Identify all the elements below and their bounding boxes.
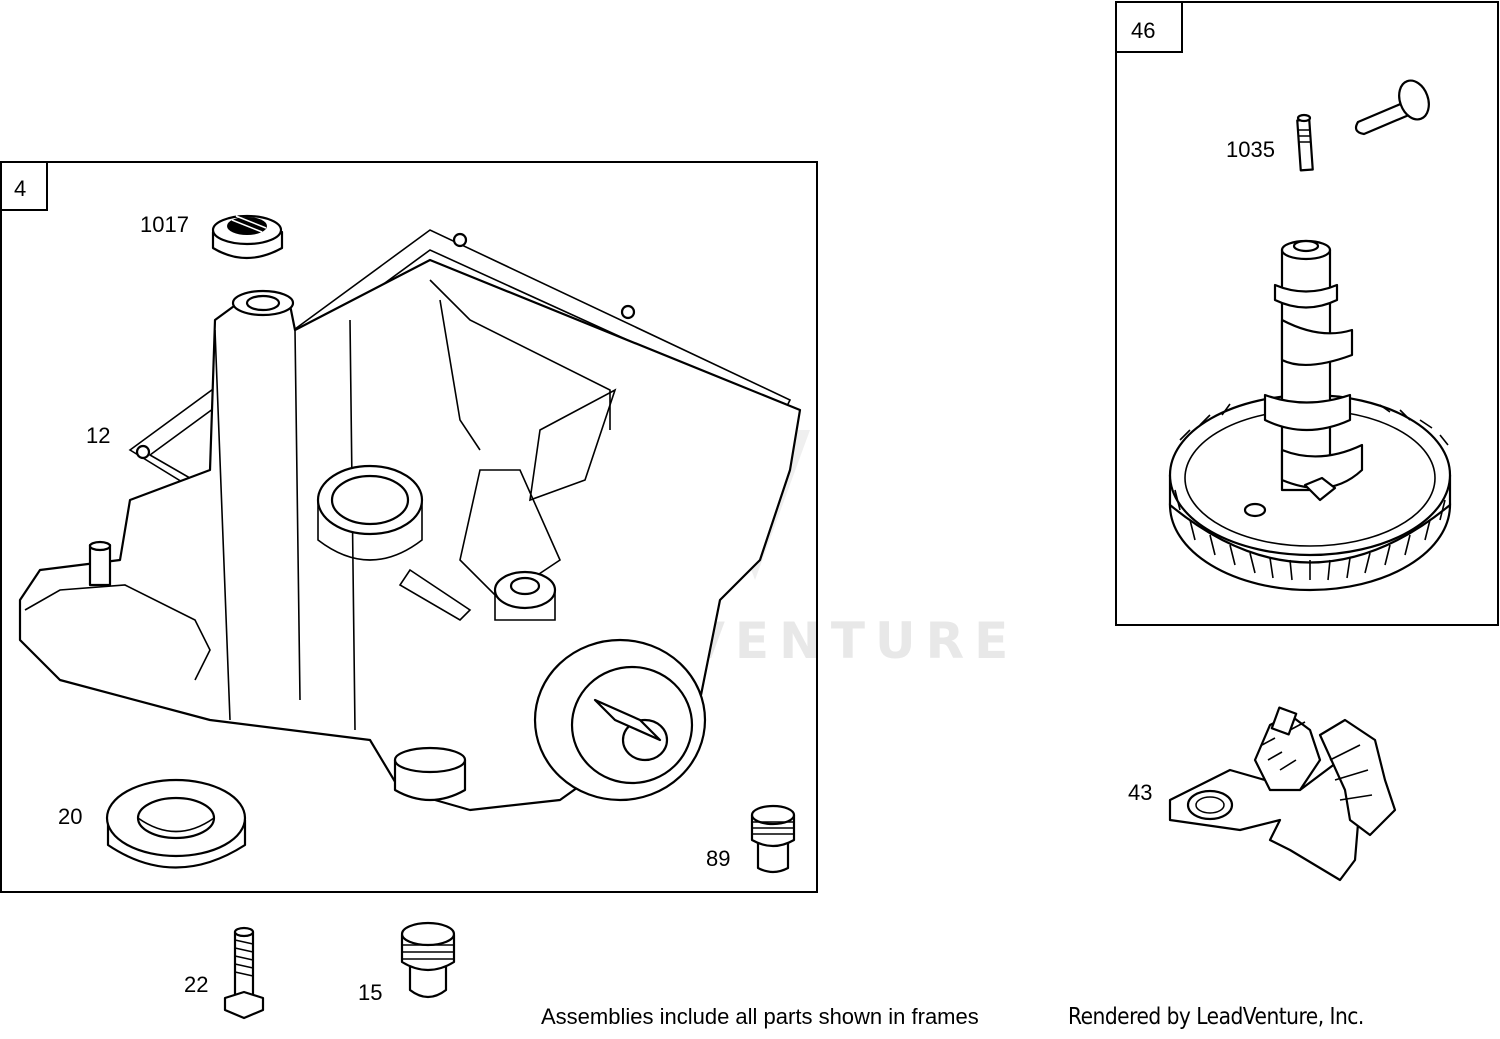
engine-sump-icon <box>18 258 802 812</box>
pin-icon <box>1296 113 1314 172</box>
frame-assembly-4: 4 <box>0 161 818 893</box>
breather-cap-icon <box>211 214 284 259</box>
governor-assembly-icon <box>1168 706 1397 882</box>
part-label-1017: 1017 <box>140 212 189 237</box>
part-label-43: 43 <box>1128 780 1152 805</box>
frame-tag-4: 4 <box>14 176 26 201</box>
assembly-note: Assemblies include all parts shown in fr… <box>541 1004 979 1029</box>
render-credit: Rendered by LeadVenture, Inc. <box>1068 1004 1364 1030</box>
camshaft-gear-icon <box>1168 239 1452 592</box>
part-label-89: 89 <box>706 846 730 871</box>
frame-tag-46: 46 <box>1131 18 1155 43</box>
part-label-12: 12 <box>86 423 110 448</box>
part-label-22: 22 <box>184 972 208 997</box>
oil-seal-icon <box>105 778 247 869</box>
pipe-plug-icon <box>400 921 456 999</box>
part-label-1035: 1035 <box>1226 137 1275 162</box>
push-rod-icon <box>1354 79 1430 136</box>
frame-assembly-46: 46 <box>1115 1 1499 626</box>
drain-plug-icon <box>750 804 796 874</box>
part-label-15: 15 <box>358 980 382 1005</box>
bolt-icon <box>223 926 265 1020</box>
part-label-20: 20 <box>58 804 82 829</box>
